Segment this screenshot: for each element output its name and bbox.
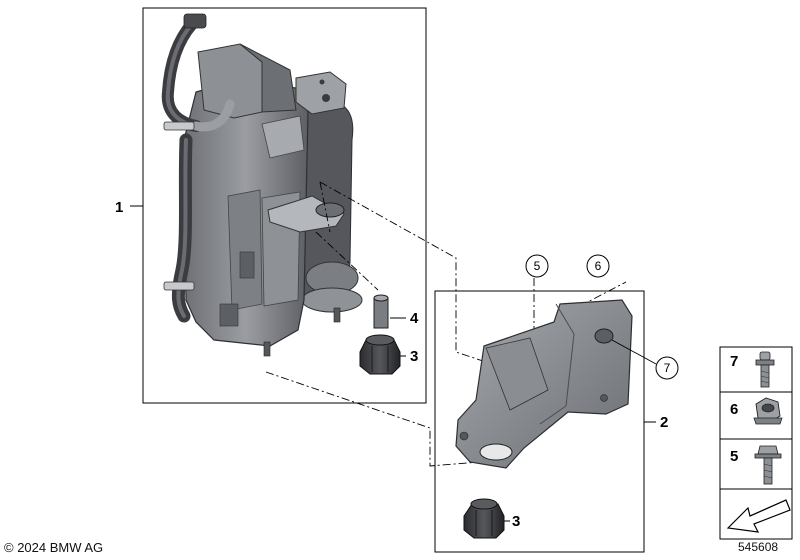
stud-bolt-icon	[755, 351, 775, 388]
circled-ref-7: 7	[655, 356, 679, 380]
callout-3-lower: 3	[512, 513, 520, 530]
callout-4: 4	[410, 310, 419, 327]
legend-cell-5	[719, 438, 793, 490]
legend-number-5: 5	[730, 448, 738, 465]
direction-arrow-icon	[726, 499, 791, 533]
legend-cell-7	[719, 346, 793, 393]
spacer-sleeve	[373, 294, 389, 329]
leader-7	[611, 339, 657, 365]
rubber-mount-upper	[359, 334, 401, 375]
legend-number-6: 6	[730, 401, 738, 418]
rubber-mount-lower	[463, 498, 505, 539]
hex-bolt-icon	[754, 445, 782, 485]
copyright-text: © 2024 BMW AG	[4, 540, 104, 555]
legend-cell-6	[719, 391, 793, 440]
circled-ref-5: 5	[525, 254, 549, 278]
legend-number-7: 7	[730, 353, 738, 370]
svg-text:6: 6	[595, 259, 602, 273]
fastener-legend: 7 6 5	[719, 346, 793, 540]
callout-2: 2	[660, 414, 668, 431]
callout-1: 1	[115, 199, 123, 216]
hex-nut-icon	[753, 397, 783, 425]
callout-3-upper: 3	[410, 348, 418, 365]
svg-text:5: 5	[534, 259, 541, 273]
mounting-bracket	[455, 299, 633, 469]
diagram-number: 545608	[738, 540, 779, 554]
canister-assembly	[161, 13, 363, 357]
circled-ref-6: 6	[586, 254, 610, 278]
svg-text:7: 7	[664, 361, 671, 375]
